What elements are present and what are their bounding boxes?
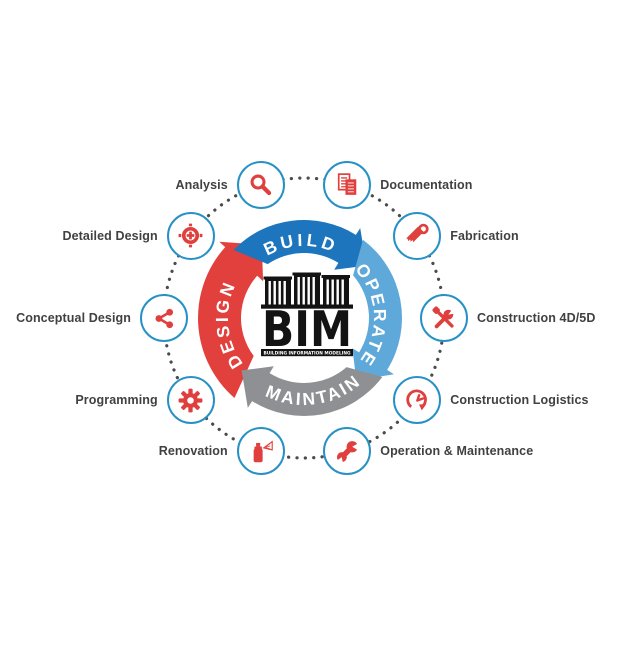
node-construction-logistics (393, 376, 442, 425)
gear-icon (178, 388, 203, 413)
node-label-renovation: Renovation (158, 444, 228, 459)
node-construction-4d-5d (420, 294, 468, 342)
bim-logo-subtext-bar (261, 349, 353, 357)
node-label-detailed-design: Detailed Design (62, 228, 158, 243)
cycle-arrow-design (198, 241, 264, 398)
node-programming (166, 376, 215, 425)
node-label-construction-4d-5d: Construction 4D/5D (477, 311, 596, 325)
node-label-programming: Programming (75, 393, 158, 408)
tools-icon (431, 305, 457, 328)
share-icon (155, 308, 173, 328)
node-label-fabrication: Fabrication (450, 228, 519, 243)
node-label-construction-logistics: Construction Logistics (450, 393, 589, 408)
bim-logo-text: BIM (262, 301, 352, 357)
search-icon (250, 174, 272, 196)
wrench-icon (334, 440, 361, 465)
cycle-arrow-build (233, 220, 367, 270)
target-icon (178, 223, 203, 248)
node-operation-maintenance (323, 427, 372, 476)
cycle-arrow-operate (352, 239, 403, 381)
node-fabrication (393, 211, 442, 260)
bim-logo-subtext: BUILDING INFORMATION MODELING (264, 350, 351, 356)
node-analysis (236, 160, 285, 209)
node-label-operation-maintenance: Operation & Maintenance (380, 444, 534, 459)
saw-icon (406, 223, 429, 243)
bim-logo: BIM BUILDING INFORMATION MODELING (261, 271, 353, 358)
history-icon (406, 389, 427, 411)
cycle-arrow-maintain (241, 366, 383, 417)
node-renovation (236, 427, 285, 476)
node-conceptual-design (140, 294, 188, 342)
node-label-analysis: Analysis (175, 177, 228, 192)
node-documentation (323, 160, 372, 209)
node-label-documentation: Documentation (380, 177, 473, 192)
document-icon (337, 173, 357, 196)
node-label-conceptual-design: Conceptual Design (16, 311, 131, 325)
bim-buildings-icon (261, 272, 353, 309)
node-detailed-design (166, 211, 215, 260)
spray-can-icon (253, 440, 273, 462)
